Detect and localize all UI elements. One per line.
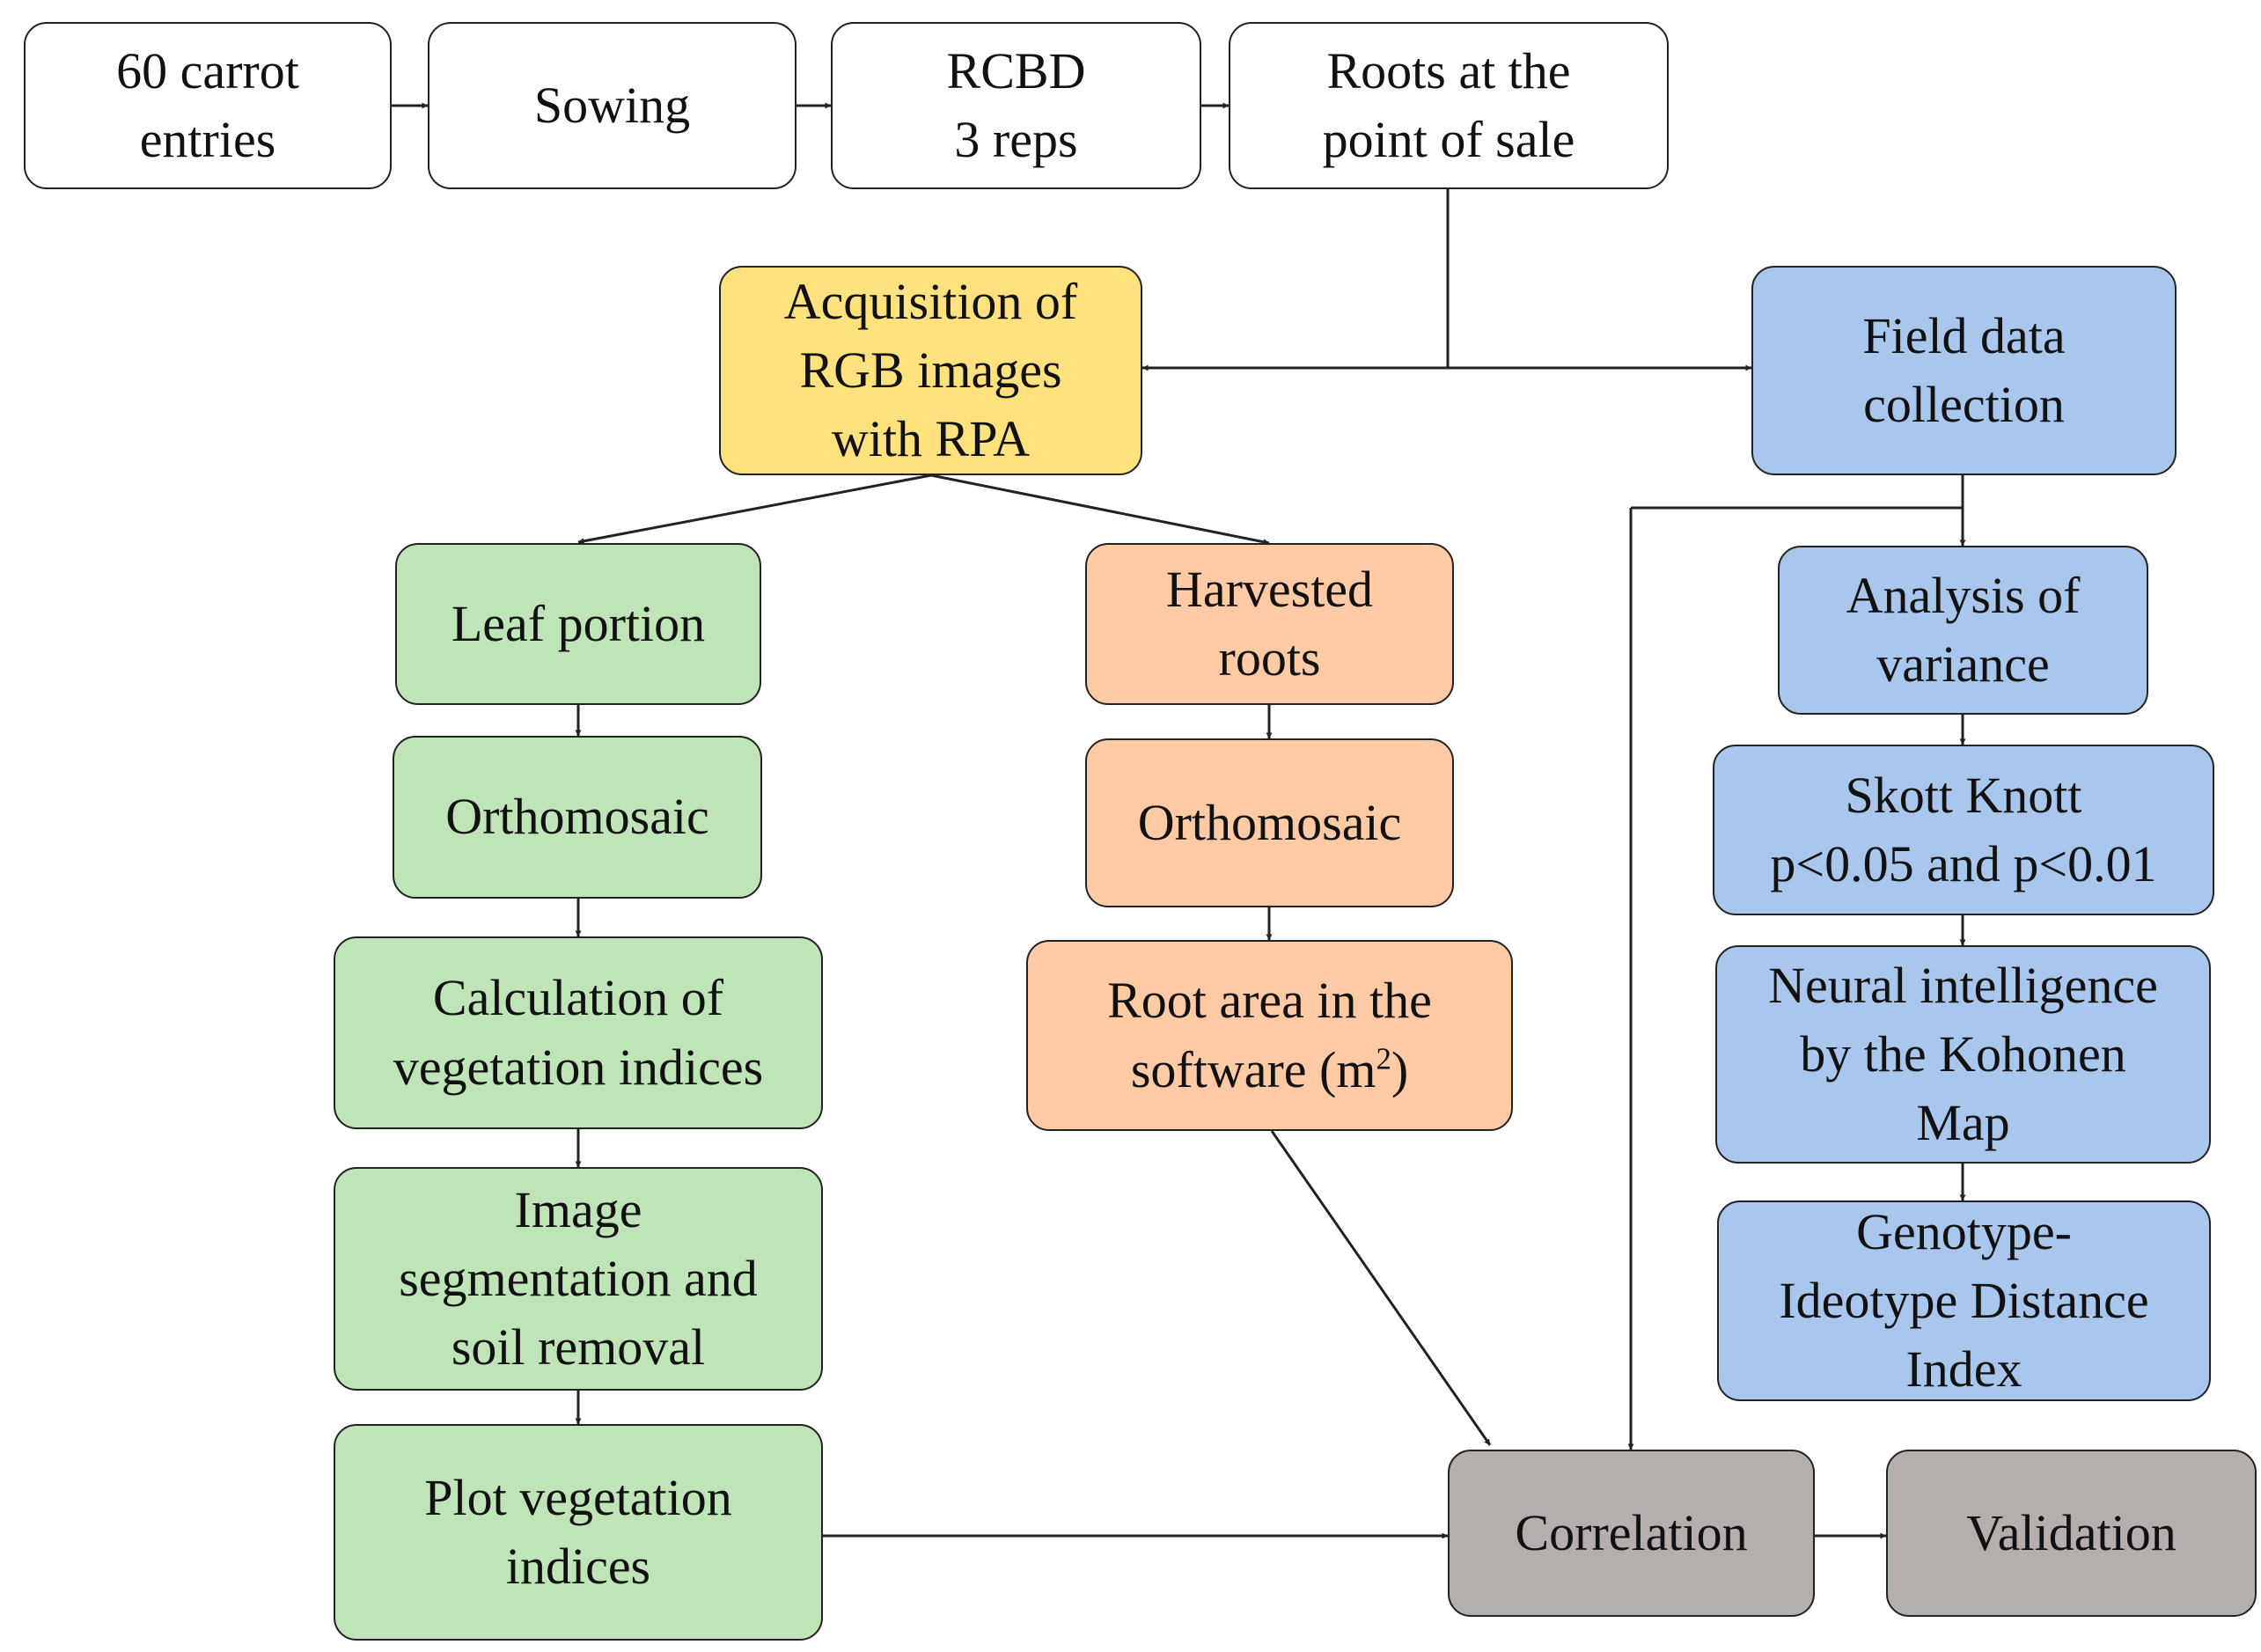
- root-area-line1: Root area in the: [1107, 972, 1432, 1030]
- box-orthomosaic-leaf: Orthomosaic: [393, 736, 762, 899]
- box-plot-vegetation-indices: Plot vegetation indices: [334, 1424, 823, 1641]
- root-area-text: software (m: [1130, 1040, 1376, 1098]
- arrow-acquisition-to-harvested: [930, 474, 1270, 546]
- box-root-area: Root area in the software (m2): [1026, 940, 1513, 1131]
- box-genotype-ideotype-index: Genotype- Ideotype Distance Index: [1717, 1200, 2211, 1401]
- box-kohonen-map: Neural intelligence by the Kohonen Map: [1715, 945, 2211, 1164]
- arrow-acquisition-to-leaf: [577, 474, 932, 545]
- box-leaf-portion: Leaf portion: [395, 543, 761, 705]
- box-skott-knott: Skott Knott p<0.05 and p<0.01: [1713, 745, 2214, 915]
- arrow-rootarea-to-correlation: [1270, 1130, 1492, 1446]
- box-acquisition-rgb: Acquisition of RGB images with RPA: [719, 266, 1142, 475]
- box-validation: Validation: [1886, 1450, 2257, 1617]
- root-area-close-paren: ): [1391, 1040, 1409, 1098]
- root-area-superscript: 2: [1376, 1041, 1391, 1076]
- box-orthomosaic-root: Orthomosaic: [1085, 738, 1454, 907]
- box-sowing: Sowing: [428, 22, 796, 189]
- box-field-data-collection: Field data collection: [1751, 266, 2177, 475]
- box-analysis-of-variance: Analysis of variance: [1778, 546, 2148, 715]
- box-roots-point-of-sale: Roots at the point of sale: [1229, 22, 1669, 189]
- box-calculation-indices: Calculation of vegetation indices: [334, 936, 823, 1129]
- box-rcbd: RCBD 3 reps: [831, 22, 1201, 189]
- box-image-segmentation: Image segmentation and soil removal: [334, 1167, 823, 1391]
- box-correlation: Correlation: [1448, 1450, 1815, 1617]
- box-carrot-entries: 60 carrot entries: [24, 22, 392, 189]
- box-harvested-roots: Harvested roots: [1085, 543, 1454, 705]
- root-area-line2: software (m2): [1131, 1036, 1408, 1105]
